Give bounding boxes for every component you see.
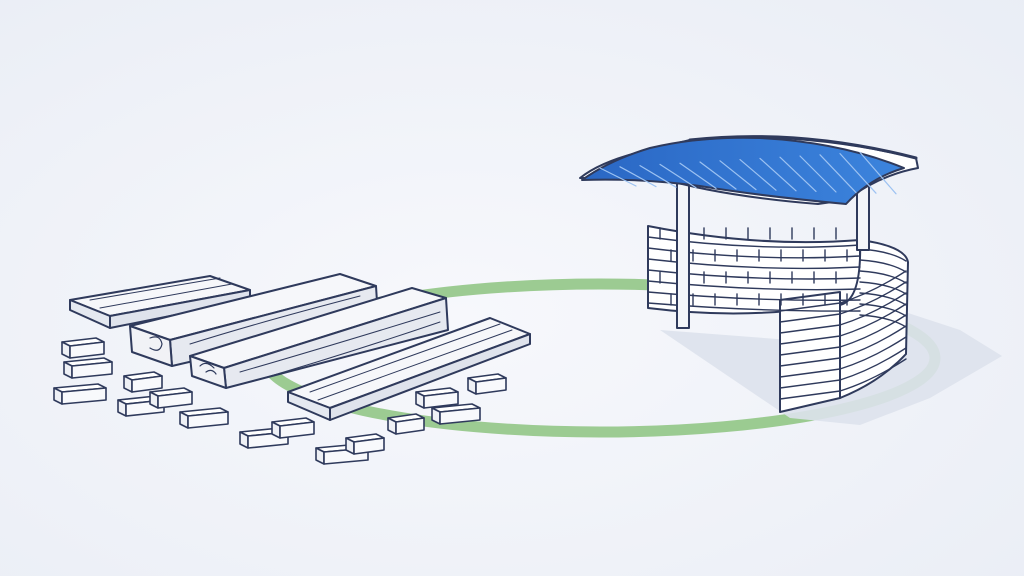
brick-block — [387, 413, 425, 435]
plank-flat-left — [69, 275, 251, 329]
brick-block — [467, 373, 507, 395]
beam-2 — [189, 287, 449, 389]
plank-flat-right — [287, 317, 531, 421]
corrugated-roof — [579, 135, 919, 205]
brick-block — [53, 383, 107, 405]
brick-block — [271, 417, 315, 439]
brick-block — [63, 357, 113, 379]
scattered-bricks — [53, 337, 507, 465]
curved-brick-wall — [647, 225, 909, 413]
brick-block — [179, 407, 229, 429]
brick-block — [345, 433, 385, 455]
brick-block — [149, 387, 193, 409]
brick-block — [415, 387, 459, 409]
brick-block — [61, 337, 105, 359]
brick-block — [431, 403, 481, 425]
support-posts — [676, 167, 870, 329]
brick-block — [123, 371, 163, 393]
timber-stack — [69, 273, 531, 421]
